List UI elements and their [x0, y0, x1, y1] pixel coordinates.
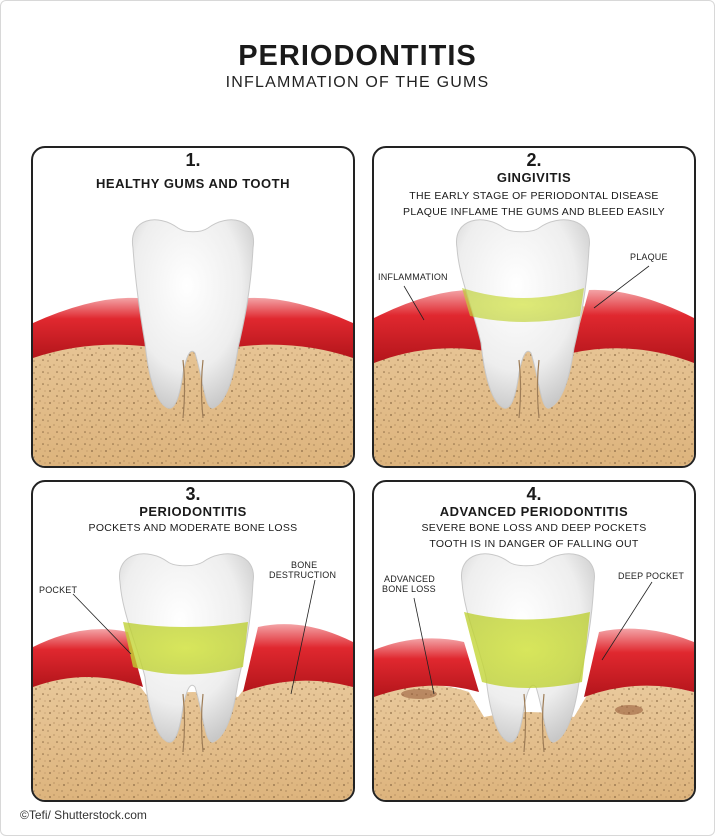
panel-title: GINGIVITIS	[374, 170, 694, 185]
panel-healthy: 1. HEALTHY GUMS AND TOOTH	[31, 146, 355, 468]
panel-number: 2.	[374, 150, 694, 171]
label-advanced: ADVANCED	[384, 574, 435, 584]
panel-periodontitis: 3. PERIODONTITIS POCKETS AND MODERATE BO…	[31, 480, 355, 802]
credit-text: ©Tefi/ Shutterstock.com	[20, 808, 147, 822]
panel-title: ADVANCED PERIODONTITIS	[374, 504, 694, 519]
panel-number: 4.	[374, 484, 694, 505]
panel-number: 3.	[33, 484, 353, 505]
healthy-tooth-illustration	[33, 148, 353, 466]
label-plaque: PLAQUE	[630, 252, 668, 262]
panel-description-line: TOOTH IS IN DANGER OF FALLING OUT	[374, 538, 694, 550]
panel-description-line: THE EARLY STAGE OF PERIODONTAL DISEASE	[374, 190, 694, 202]
panel-gingivitis: 2. GINGIVITIS THE EARLY STAGE OF PERIODO…	[372, 146, 696, 468]
panel-description-line: PLAQUE INFLAME THE GUMS AND BLEED EASILY	[374, 206, 694, 218]
panel-description-line: POCKETS AND MODERATE BONE LOSS	[33, 522, 353, 534]
label-destruction: DESTRUCTION	[269, 570, 336, 580]
panel-number: 1.	[33, 150, 353, 171]
main-title: PERIODONTITIS	[0, 40, 715, 73]
panel-description-line: SEVERE BONE LOSS AND DEEP POCKETS	[374, 522, 694, 534]
main-subtitle: INFLAMMATION OF THE GUMS	[0, 74, 715, 92]
label-deep-pocket: DEEP POCKET	[618, 571, 684, 581]
panel-title: HEALTHY GUMS AND TOOTH	[33, 176, 353, 191]
label-pocket: POCKET	[39, 585, 77, 595]
label-bone-loss: BONE LOSS	[382, 584, 436, 594]
label-bone: BONE	[291, 560, 317, 570]
label-inflammation: INFLAMMATION	[378, 272, 448, 282]
panel-title: PERIODONTITIS	[33, 504, 353, 519]
panel-advanced-periodontitis: 4. ADVANCED PERIODONTITIS SEVERE BONE LO…	[372, 480, 696, 802]
